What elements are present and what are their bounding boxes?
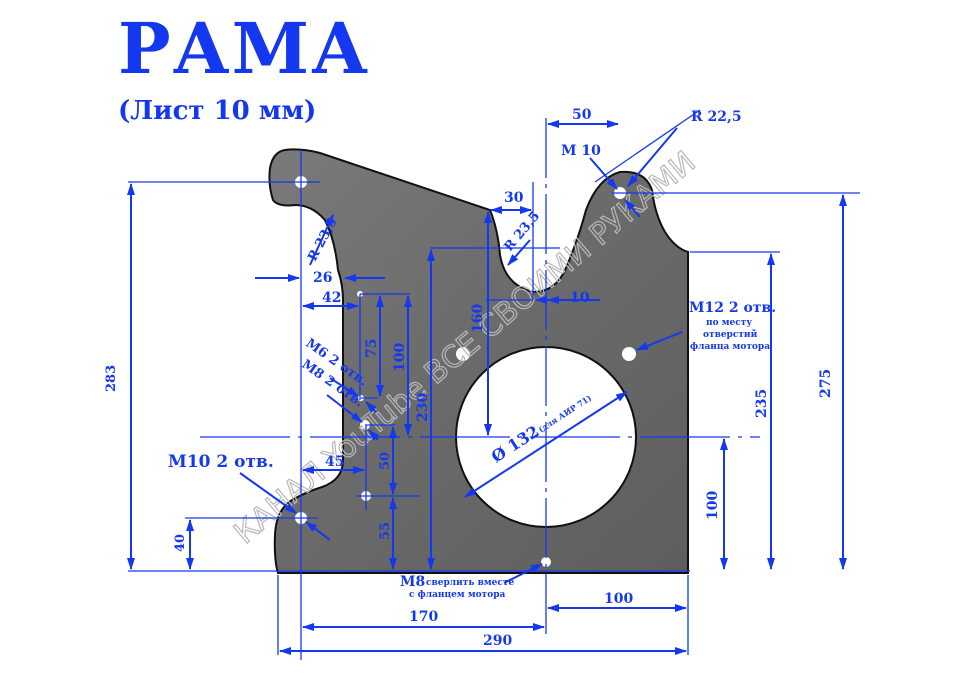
dim-r22-5: R 22,5 — [691, 109, 742, 125]
drawing-subtitle: (Лист 10 мм) — [118, 96, 317, 126]
dim-50: 50 — [378, 452, 393, 470]
dim-75: 75 — [364, 339, 380, 358]
dim-m10-top: M 10 — [561, 143, 601, 159]
dim-170: 170 — [409, 609, 438, 625]
hole-m8-bottom-center — [541, 557, 551, 567]
callout-m12-line3: фланца мотора — [690, 342, 770, 352]
callout-m12-title: M12 2 отв. — [689, 300, 776, 316]
dim-230: 230 — [415, 393, 431, 422]
hole-m12-left — [456, 347, 470, 361]
dim-100-bottom: 100 — [604, 591, 633, 607]
dim-10: 10 — [570, 290, 590, 306]
dim-100-right: 100 — [705, 491, 721, 520]
dim-45: 45 — [325, 454, 344, 470]
callout-m8-bottom-note1: сверлить вместе — [426, 578, 514, 588]
dim-26: 26 — [313, 270, 332, 286]
dim-275: 275 — [818, 369, 834, 398]
dim-50-top: 50 — [572, 107, 592, 123]
callout-m12-line1: по месту — [706, 318, 752, 328]
dim-160: 160 — [470, 304, 486, 333]
callout-m12-line2: отверстий — [703, 329, 758, 340]
callout-m8-bottom-note2: с фланцем мотора — [409, 590, 506, 600]
dim-283: 283 — [104, 365, 119, 392]
dim-55: 55 — [378, 522, 393, 540]
dim-30: 30 — [504, 190, 524, 206]
hole-m12-right — [622, 347, 636, 361]
drawing-title: РАМА — [118, 7, 371, 90]
dim-235: 235 — [754, 389, 770, 418]
dimension-arrows — [127, 120, 847, 655]
dim-42: 42 — [322, 290, 341, 306]
callout-m10-left: M10 2 отв. — [168, 452, 274, 472]
dim-290: 290 — [483, 633, 512, 649]
dim-40: 40 — [173, 534, 188, 552]
dim-100-left: 100 — [392, 343, 408, 372]
callout-m8-bottom: M8 — [400, 574, 425, 590]
